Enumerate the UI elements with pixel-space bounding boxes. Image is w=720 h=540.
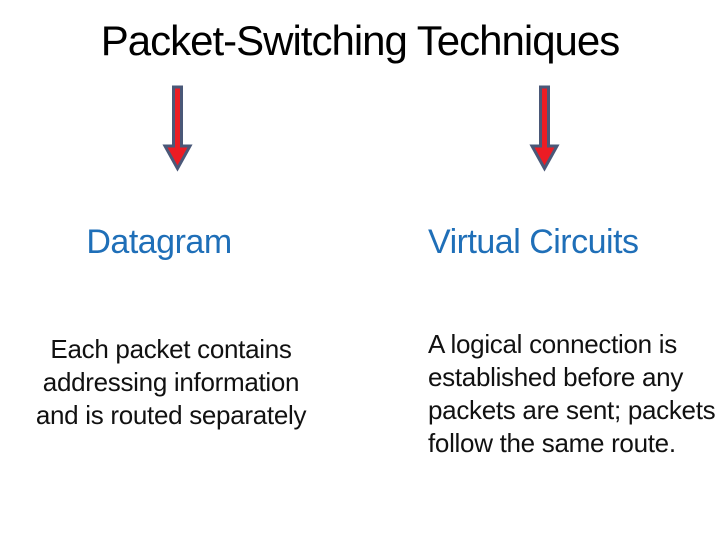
datagram-heading: Datagram (86, 223, 232, 261)
down-arrow-icon (162, 85, 193, 172)
datagram-description: Each packet contains addressing informat… (35, 334, 307, 430)
slide-title: Packet-Switching Techniques (100, 17, 621, 64)
virtual-circuits-heading: Virtual Circuits (428, 223, 639, 261)
down-arrow-icon (529, 85, 560, 172)
virtual-circuits-description: A logical connection is established befo… (428, 329, 716, 458)
